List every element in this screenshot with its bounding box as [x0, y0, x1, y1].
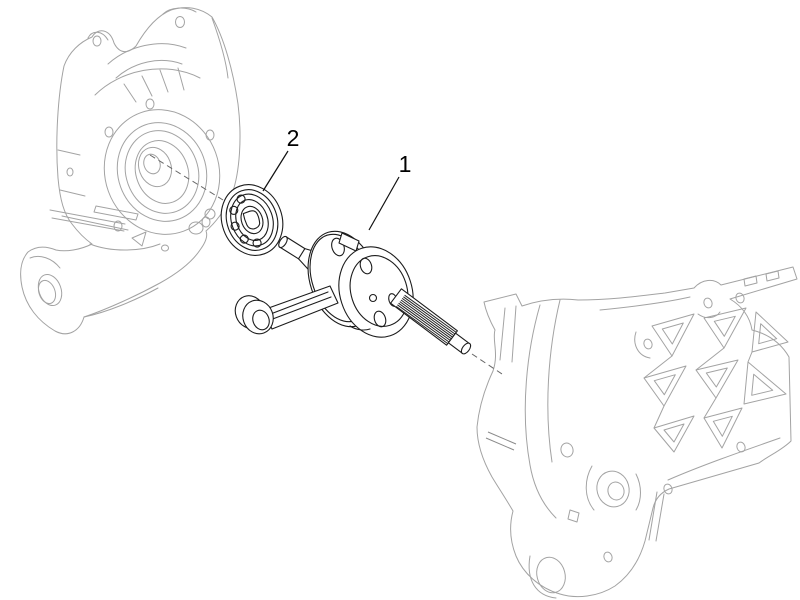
bearing-drawing	[220, 184, 284, 256]
left-case-bearing-seat	[103, 109, 221, 235]
spline-grooves	[395, 294, 457, 345]
connecting-rod-small-end-bore	[252, 309, 270, 331]
bearing-balls	[229, 194, 262, 248]
crank-pin-lower-hint	[349, 325, 371, 331]
connecting-rod-small-end	[242, 299, 274, 335]
connecting-rod-shank	[262, 285, 339, 330]
callout-leader-2	[262, 150, 289, 192]
crankshaft-drawing	[234, 230, 472, 355]
callout-label-1: 1	[399, 151, 412, 177]
connecting-rod	[234, 285, 339, 335]
crankshaft-splined-shaft	[390, 288, 472, 355]
crankcase-half-left-drawing	[20, 7, 241, 335]
bearing-bore-back-edge	[242, 210, 261, 230]
right-case-notch-detail	[485, 431, 517, 451]
bearing-outer-ring	[220, 184, 284, 256]
right-case-bosses	[536, 442, 630, 594]
right-case-rib-lattice	[643, 307, 789, 453]
callout-label-2: 2	[287, 125, 300, 151]
assembly-centerline-left	[149, 154, 224, 201]
crank-web-front	[338, 246, 414, 338]
right-case-bolt-holes	[603, 292, 746, 563]
left-case-mount-boss	[29, 255, 63, 306]
bearing-bore	[240, 205, 264, 235]
left-case-silhouette	[20, 7, 241, 335]
right-case-silhouette	[476, 266, 798, 598]
crankcase-half-right-drawing	[476, 266, 798, 599]
right-case-inner-contours	[499, 270, 781, 599]
left-case-top-details	[87, 7, 229, 103]
callout-leader-1	[368, 176, 400, 231]
assembly-centerline-right	[471, 353, 506, 377]
left-case-ribs	[49, 149, 216, 318]
bearing-inner-ring	[235, 199, 269, 241]
